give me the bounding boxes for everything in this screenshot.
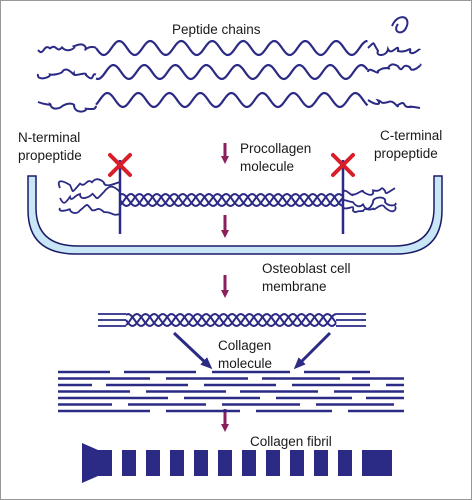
osteoblast-label-line1: Osteoblast cell xyxy=(262,261,351,276)
procollagen-label-line1: Procollagen xyxy=(240,141,311,156)
peptide-chain-end-left xyxy=(36,68,97,80)
n-propeptide-tangle xyxy=(59,185,121,204)
converging-arrow-left xyxy=(172,331,213,370)
collagen-molecule-label-line1: Collagen xyxy=(218,338,271,353)
fibril-band xyxy=(146,450,160,476)
peptide-chains-label: Peptide chains xyxy=(172,22,261,37)
collagen-helix-strand xyxy=(125,312,337,328)
fibril-end-left xyxy=(82,443,98,483)
procollagen-molecule xyxy=(57,178,397,216)
collagen-helix-strand xyxy=(125,312,337,328)
fibril-band xyxy=(98,450,112,476)
peptide-chain-end-right xyxy=(367,42,421,57)
red-x-cross-icon xyxy=(108,153,132,177)
n-terminal-label-line1: N-terminal xyxy=(18,130,80,145)
collagen-molecule xyxy=(98,312,366,328)
n-propeptide-tangle xyxy=(58,204,121,216)
peptide-chain-helix xyxy=(95,39,368,57)
osteoblast-label-line2: membrane xyxy=(262,279,327,294)
osteoblast-cell-membrane xyxy=(27,175,443,255)
fibril-band xyxy=(170,450,184,476)
c-propeptide-tangle xyxy=(342,204,397,213)
fibril-band xyxy=(122,450,136,476)
peptide-chain-helix xyxy=(95,63,369,81)
c-propeptide-tangle xyxy=(342,187,396,196)
peptide-chain-end-left xyxy=(37,101,97,113)
converging-arrow-right xyxy=(293,331,332,370)
peptide-chain-end-right xyxy=(367,63,422,74)
peptide-chain-loop xyxy=(391,16,409,34)
peptide-chain-end-right xyxy=(367,98,421,109)
collagen-fibril-label: Collagen fibril xyxy=(250,434,332,449)
fibril-band xyxy=(218,450,232,476)
staggered-molecule-array xyxy=(58,370,404,413)
collagen-fibril xyxy=(82,443,392,483)
fibril-band xyxy=(290,450,304,476)
c-propeptide-tangle xyxy=(341,196,397,210)
red-x-cross-icon xyxy=(331,153,355,177)
collagen-molecule-label-line2: molecule xyxy=(218,356,272,371)
peptide-chains xyxy=(36,16,422,113)
fibril-band xyxy=(338,450,352,476)
procollagen-helix-strand xyxy=(119,192,343,208)
peptide-chain-end-left xyxy=(37,43,97,54)
fibril-band xyxy=(266,450,280,476)
c-terminal-label-line2: propeptide xyxy=(374,146,438,161)
fibril-band xyxy=(242,450,256,476)
peptide-chain-helix xyxy=(95,91,369,109)
procollagen-label-line2: molecule xyxy=(240,159,294,174)
n-terminal-label-line2: propeptide xyxy=(18,148,82,163)
fibril-band xyxy=(194,450,208,476)
fibril-band xyxy=(362,450,392,476)
fibril-band xyxy=(314,450,328,476)
c-terminal-label-line1: C-terminal xyxy=(380,128,442,143)
n-propeptide-tangle xyxy=(57,178,121,193)
